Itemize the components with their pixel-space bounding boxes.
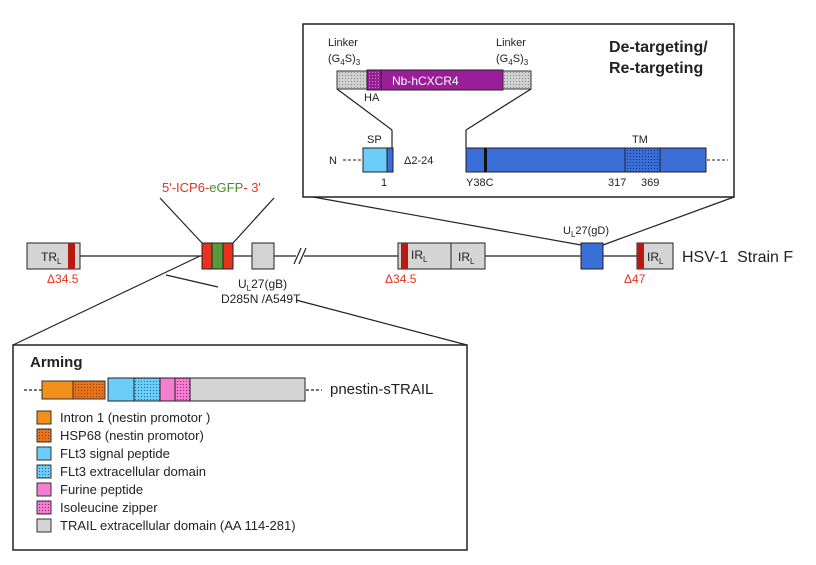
trail-segment [189,377,306,402]
n-terminus-label: N [329,155,337,167]
gd-gene [580,242,604,270]
legend-swatch-furine [36,482,52,497]
linker-left-formula: (G4S)3 [328,53,361,67]
genome-break-2 [298,247,307,265]
furine-segment [159,377,176,402]
legend-swatch-flt3-extracellular [36,464,52,479]
irl-right-label: IRL [647,250,664,266]
linker-left-label: Linker [328,37,358,49]
gb-gene [251,242,275,270]
irl-right-deletion-label: Δ47 [624,272,646,286]
legend-label-isoleucine: Isoleucine zipper [60,500,158,515]
nanobody-label: Nb-hCXCR4 [392,74,459,88]
strain-label: HSV-1 Strain F [682,249,793,266]
tm-end-label: 369 [641,177,659,189]
legend-swatch-trail [36,518,52,533]
tm-start-label: 317 [608,177,626,189]
gd-zoom-line-right [602,196,735,246]
legend-label-flt3-signal: FLt3 signal peptide [60,446,170,461]
icp6-promoter-segment [201,242,213,270]
trl-label: TRL [41,250,62,266]
insertion-line-right [465,88,532,131]
irl-left-deletion-label: Δ34.5 [385,272,417,286]
trl-deletion-marker [68,243,75,269]
irl-mid-label: IRL [458,250,475,266]
legend-label-furine: Furine peptide [60,482,143,497]
gb-label: UL27(gB) [238,277,287,293]
icp6-callout-left [159,197,203,244]
insertion-line-left [336,88,393,131]
legend-swatch-isoleucine [36,500,52,515]
gd-zoom-line-left [312,196,582,246]
gd-protein-bar [465,147,707,173]
tm-domain-segment [624,147,661,173]
legend-label-intron1: Intron 1 (nestin promotor ) [60,410,210,425]
intron1-segment [41,380,74,400]
flt3-signal-segment [107,377,135,402]
hsp68-segment [72,380,106,400]
legend-label-flt3-extracellular: FLt3 extracellular domain [60,464,206,479]
arming-title: Arming [30,354,83,371]
irl-left-deletion-marker [401,243,408,269]
ha-tag-segment [366,69,382,91]
tm-label: TM [632,134,648,146]
y38c-label: Y38C [466,177,494,189]
legend-swatch-intron1 [36,410,52,425]
gb-mutation-label: D285N /A549T [221,292,301,306]
linker-right-segment [502,70,532,90]
position-1-label: 1 [381,177,387,189]
trl-deletion-label: Δ34.5 [47,272,79,286]
arming-zoom-line-right [295,299,468,346]
linker-left-segment [336,70,368,90]
genome-break-1 [293,247,302,265]
sp-label: SP [367,134,382,146]
deletion-2-24-label: Δ2-24 [404,155,433,167]
legend-label-hsp68: HSP68 (nestin promotor) [60,428,204,443]
retargeting-title-line2: Re-targeting [609,60,703,77]
icp6-cassette-label: 5'-ICP6-eGFP- 3' [162,180,261,195]
arming-legend: Intron 1 (nestin promotor ) HSP68 (nesti… [36,410,296,533]
flt3-extracellular-segment [133,377,161,402]
signal-peptide-end [386,147,394,173]
irl-mid-region [450,242,486,270]
signal-peptide-segment [362,147,388,173]
linker-right-formula: (G4S)3 [496,53,529,67]
gd-label: UL27(gD) [563,225,609,239]
legend-swatch-hsp68 [36,428,52,443]
retargeting-title-line1: De-targeting/ [609,39,708,56]
construct-label: pnestin-sTRAIL [330,381,433,398]
irl-right-deletion-marker [637,243,644,269]
icp6-callout-right [232,197,275,244]
arming-zoom-line-left [12,255,201,346]
gb-callout [165,274,219,288]
linker-right-label: Linker [496,37,526,49]
icp6-3prime-segment [222,242,234,270]
legend-label-trail: TRAIL extracellular domain (AA 114-281) [60,518,296,533]
ha-label: HA [364,92,380,104]
isoleucine-zipper-segment [174,377,191,402]
irl-left-label: IRL [411,248,428,264]
y38c-marker [484,148,487,172]
legend-swatch-flt3-signal [36,446,52,461]
egfp-segment [211,242,224,270]
